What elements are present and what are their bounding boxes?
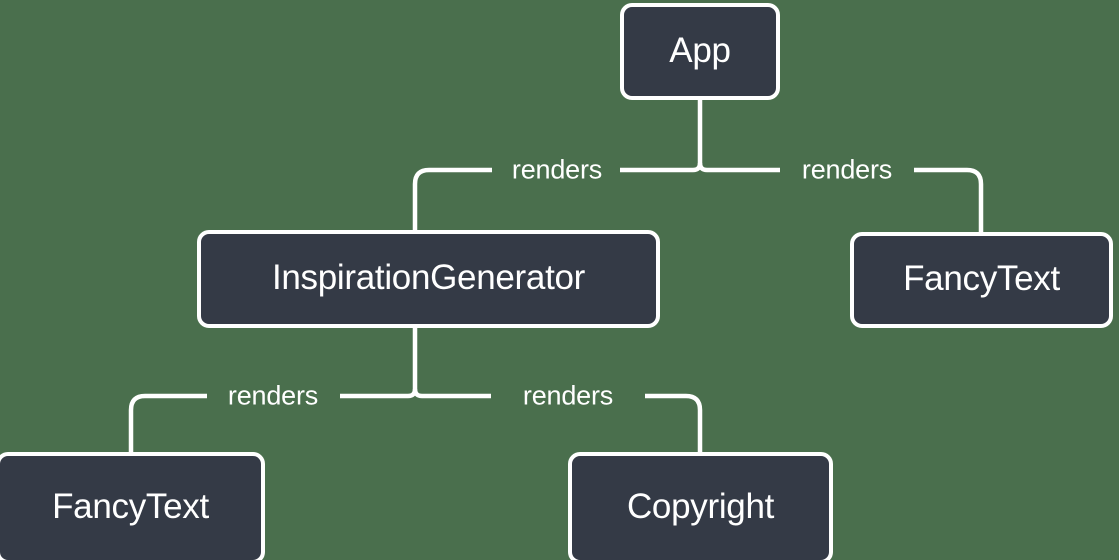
- edge-label-app-to-inspiration: renders: [511, 154, 603, 185]
- connector-app-to-inspiration-left-run: [412, 167, 492, 230]
- connector-inspiration-to-copyright: [412, 388, 491, 399]
- node-inspirationgenerator-label: InspirationGenerator: [271, 258, 586, 297]
- node-fancytext-bottom[interactable]: FancyText: [0, 452, 265, 560]
- connector-app-to-fancytext: [697, 162, 780, 173]
- edge-label-app-to-fancytext: renders: [801, 154, 893, 185]
- node-app-label: App: [669, 30, 731, 70]
- node-fancytext-right[interactable]: FancyText: [850, 232, 1113, 328]
- connector-inspiration-to-copyright-right-run: [645, 393, 703, 452]
- connector-inspiration-to-fancytext: [340, 388, 418, 399]
- node-inspirationgenerator[interactable]: InspirationGenerator: [197, 230, 660, 328]
- connector-inspiration-to-fancytext-left-run: [128, 393, 207, 452]
- connector-app-to-fancytext-right-run: [914, 167, 984, 232]
- edge-label-inspiration-to-fancytext: renders: [227, 380, 319, 411]
- edge-label-inspiration-to-copyright: renders: [522, 380, 614, 411]
- connector-app-to-inspiration: [620, 162, 703, 173]
- node-fancytext-bottom-label: FancyText: [52, 487, 209, 526]
- node-copyright[interactable]: Copyright: [568, 452, 833, 560]
- node-fancytext-right-label: FancyText: [903, 259, 1060, 298]
- node-app[interactable]: App: [620, 3, 780, 100]
- node-copyright-label: Copyright: [626, 487, 775, 526]
